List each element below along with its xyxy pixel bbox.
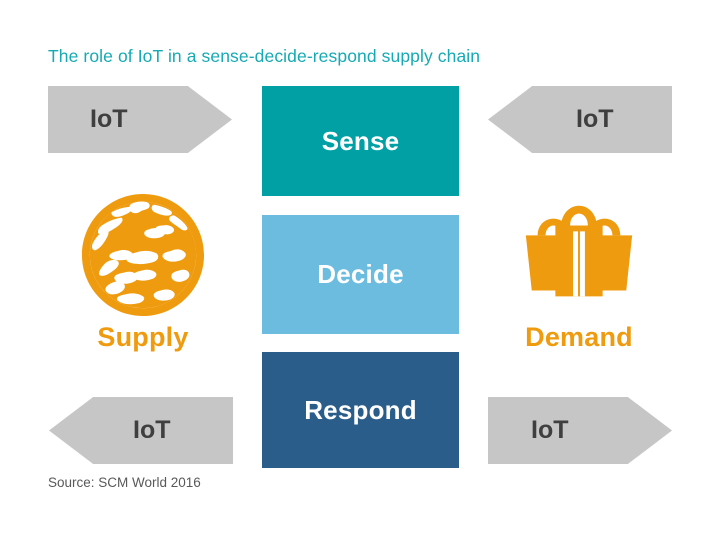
stage-box-respond: Respond xyxy=(262,352,459,468)
iot-arrow-top-left: IoT xyxy=(48,86,232,153)
source-note: Source: SCM World 2016 xyxy=(48,475,201,490)
globe-icon xyxy=(81,193,205,317)
iot-arrow-bottom-left: IoT xyxy=(49,397,233,464)
demand-label: Demand xyxy=(525,322,633,352)
stage-box-sense: Sense xyxy=(262,86,459,196)
iot-arrow-top-right-label: IoT xyxy=(576,105,614,133)
iot-arrow-bottom-right-label: IoT xyxy=(531,416,569,444)
page-title: The role of IoT in a sense-decide-respon… xyxy=(48,46,481,66)
iot-arrow-top-left-label: IoT xyxy=(90,105,128,133)
demand-group: Demand xyxy=(486,192,672,353)
supply-label: Supply xyxy=(97,322,189,352)
stage-label-respond: Respond xyxy=(304,394,417,425)
supply-group: Supply xyxy=(50,192,236,353)
shopping-bags-icon xyxy=(525,205,633,297)
stage-label-sense: Sense xyxy=(321,125,400,156)
stage-box-decide: Decide xyxy=(262,215,459,334)
stage-label-decide: Decide xyxy=(317,259,404,289)
iot-arrow-bottom-right: IoT xyxy=(488,397,672,464)
iot-arrow-bottom-left-label: IoT xyxy=(133,416,171,444)
iot-arrow-top-right: IoT xyxy=(488,86,672,153)
